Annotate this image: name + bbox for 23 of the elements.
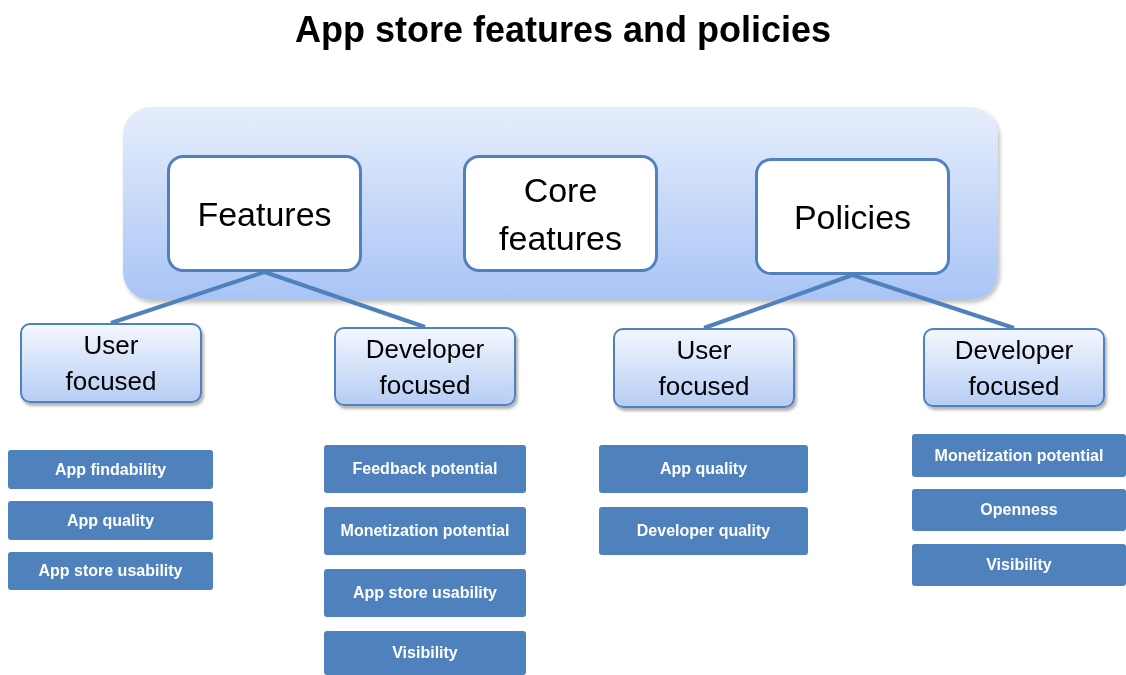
- group-panel: [123, 107, 998, 300]
- connector-line: [851, 273, 1015, 330]
- diagram-title: App store features and policies: [293, 8, 833, 52]
- criterion-box: Visibility: [912, 544, 1126, 586]
- subcategory-box: User focused: [20, 323, 202, 403]
- criterion-box: App store usability: [324, 569, 526, 617]
- criterion-box: App quality: [8, 501, 213, 540]
- criterion-box: Developer quality: [599, 507, 808, 555]
- criterion-box: Monetization potential: [912, 434, 1126, 477]
- criterion-box: Visibility: [324, 631, 526, 675]
- subcategory-box: Developer focused: [923, 328, 1105, 407]
- category-box: Policies: [755, 158, 950, 275]
- category-box: Core features: [463, 155, 658, 272]
- criterion-box: Feedback potential: [324, 445, 526, 493]
- criterion-box: App findability: [8, 450, 213, 489]
- connector-line: [110, 270, 266, 325]
- subcategory-box: Developer focused: [334, 327, 516, 406]
- criterion-box: Monetization potential: [324, 507, 526, 555]
- category-box: Features: [167, 155, 362, 272]
- criterion-box: App store usability: [8, 552, 213, 590]
- subcategory-box: User focused: [613, 328, 795, 408]
- criterion-box: Openness: [912, 489, 1126, 531]
- criterion-box: App quality: [599, 445, 808, 493]
